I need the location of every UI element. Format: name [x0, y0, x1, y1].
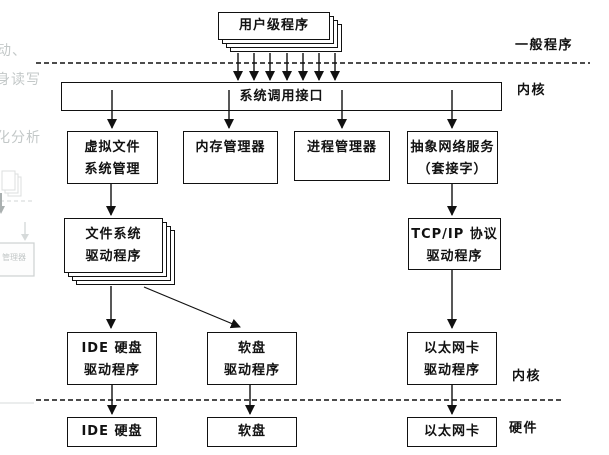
node-syscall-interface-label: 系统调用接口: [239, 88, 324, 104]
node-ide-driver-line1: IDE 硬盘: [81, 341, 143, 356]
node-ethernet-card: 以太网卡: [407, 417, 497, 447]
arrow-fsdriver-to-floppy: [143, 286, 241, 329]
node-network-service-line1: 抽象网络服务: [410, 140, 495, 155]
node-tcpip-driver-line1: TCP/IP 协议: [411, 227, 498, 242]
watermark-arrowhead-left: [0, 206, 5, 214]
node-process-manager-label: 进程管理器: [306, 140, 377, 155]
node-ethernet-card-label: 以太网卡: [423, 424, 480, 439]
arrows-user-to-syscall: [233, 53, 340, 81]
node-vfs-line2: 系统管理: [84, 162, 141, 177]
node-network-service-line2: （套接字）: [417, 162, 488, 177]
node-floppy-driver: 软盘 驱动程序: [207, 332, 297, 385]
watermark-text-low: 化分析: [0, 130, 41, 146]
node-vfs: 虚拟文件 系统管理: [67, 131, 158, 184]
node-memory-manager: 内存管理器: [183, 131, 278, 184]
node-fs-driver-line2: 驱动程序: [85, 249, 142, 264]
node-floppy-disk: 软盘: [207, 417, 297, 447]
node-syscall-interface: 系统调用接口: [61, 82, 502, 111]
node-ethernet-driver-line1: 以太网卡: [423, 341, 480, 356]
node-ide-disk: IDE 硬盘: [67, 417, 157, 447]
node-ide-driver: IDE 硬盘 驱动程序: [67, 332, 157, 385]
label-hardware: 硬件: [509, 421, 539, 436]
node-ide-disk-label: IDE 硬盘: [81, 424, 143, 439]
watermark-text-box: 管理器: [2, 253, 26, 262]
node-tcpip-driver: TCP/IP 协议 驱动程序: [408, 218, 501, 270]
node-user-programs: 用户级程序: [218, 12, 330, 40]
node-fs-driver: 文件系统 驱动程序: [64, 218, 163, 273]
node-process-manager: 进程管理器: [294, 131, 390, 181]
node-floppy-driver-line2: 驱动程序: [223, 363, 280, 378]
arrows-drivers-to-hardware: [107, 385, 457, 415]
node-ethernet-driver-line2: 驱动程序: [423, 363, 480, 378]
node-user-programs-label: 用户级程序: [238, 18, 309, 33]
watermark-mini-stack-icon: [1, 170, 22, 197]
node-ide-driver-line2: 驱动程序: [83, 363, 140, 378]
watermark-text-mid: 身读写: [0, 72, 41, 88]
node-floppy-driver-line1: 软盘: [237, 341, 266, 356]
label-general-programs: 一般程序: [515, 38, 574, 53]
node-ethernet-driver: 以太网卡 驱动程序: [407, 332, 497, 385]
node-fs-driver-line1: 文件系统: [85, 227, 142, 242]
node-tcpip-driver-line2: 驱动程序: [426, 249, 483, 264]
label-kernel-upper: 内核: [517, 83, 547, 98]
label-kernel-lower: 内核: [512, 369, 542, 384]
watermark-text-top: 动、: [0, 43, 27, 59]
node-vfs-line1: 虚拟文件: [84, 140, 141, 155]
node-network-service: 抽象网络服务 （套接字）: [407, 131, 498, 184]
watermark-arrowhead-mid: [21, 234, 29, 241]
node-floppy-disk-label: 软盘: [237, 424, 266, 439]
node-memory-manager-label: 内存管理器: [195, 140, 266, 155]
